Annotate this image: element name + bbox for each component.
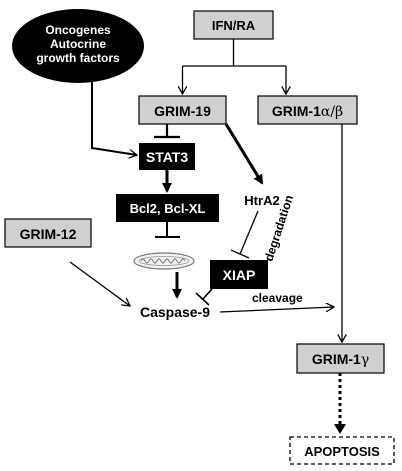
grim1ab-greek: α/β	[321, 104, 343, 120]
apoptosis-label: APOPTOSIS	[304, 444, 380, 459]
grim1-gamma-node: GRIM-1γ	[296, 343, 385, 374]
ifn-ra-node: IFN/RA	[193, 10, 274, 40]
svg-text:GRIM-1γ: GRIM-1γ	[312, 351, 369, 368]
grim1g-greek: γ	[361, 352, 369, 368]
stat3-node: STAT3	[139, 143, 195, 170]
edge-grim19-to-htra2	[224, 123, 264, 185]
edge-bcl2-inhibits-mito	[155, 222, 180, 238]
oncogenes-node: Oncogenes Autocrine growth factors	[12, 9, 144, 83]
grim12-node: GRIM-12	[4, 218, 92, 248]
xiap-label: XIAP	[223, 267, 256, 283]
edge-grim12-to-caspase9	[69, 261, 130, 306]
edge-ifn-to-grims	[183, 39, 287, 94]
svg-text:GRIM-1α/β: GRIM-1α/β	[272, 103, 343, 120]
edge-xiap-inhibits-caspase9	[195, 288, 213, 306]
edge-caspase9-cleavage	[219, 307, 334, 313]
caspase9-label: Caspase-9	[140, 304, 210, 320]
oncogenes-line-2: Autocrine	[50, 37, 106, 51]
htra2-label: HtrA2	[244, 193, 279, 208]
stat3-label: STAT3	[146, 149, 188, 165]
oncogenes-line-1: Oncogenes	[45, 23, 111, 37]
grim19-label: GRIM-19	[154, 103, 211, 119]
apoptosis-arrowhead	[334, 424, 346, 434]
xiap-node: XIAP	[210, 260, 268, 289]
bcl2-label: Bcl2, Bcl-XL	[130, 201, 206, 216]
apoptosis-node: APOPTOSIS	[289, 436, 395, 465]
bcl2-node: Bcl2, Bcl-XL	[116, 194, 219, 222]
mitochondrion-icon	[133, 252, 195, 270]
edge-oncogenes-to-stat3	[91, 82, 137, 155]
edge-htra2-inhibits-xiap	[230, 210, 259, 259]
cleavage-label: cleavage	[252, 291, 303, 305]
oncogenes-line-3: growth factors	[36, 51, 120, 65]
edge-grim19-inhibits-stat3	[154, 124, 180, 139]
grim1g-base: GRIM-1	[312, 351, 361, 367]
grim1-alpha-beta-node: GRIM-1α/β	[257, 95, 358, 125]
grim19-node: GRIM-19	[138, 95, 227, 125]
grim1ab-base: GRIM-1	[272, 103, 321, 119]
grim12-label: GRIM-12	[20, 226, 77, 242]
ifn-ra-label: IFN/RA	[212, 18, 256, 33]
